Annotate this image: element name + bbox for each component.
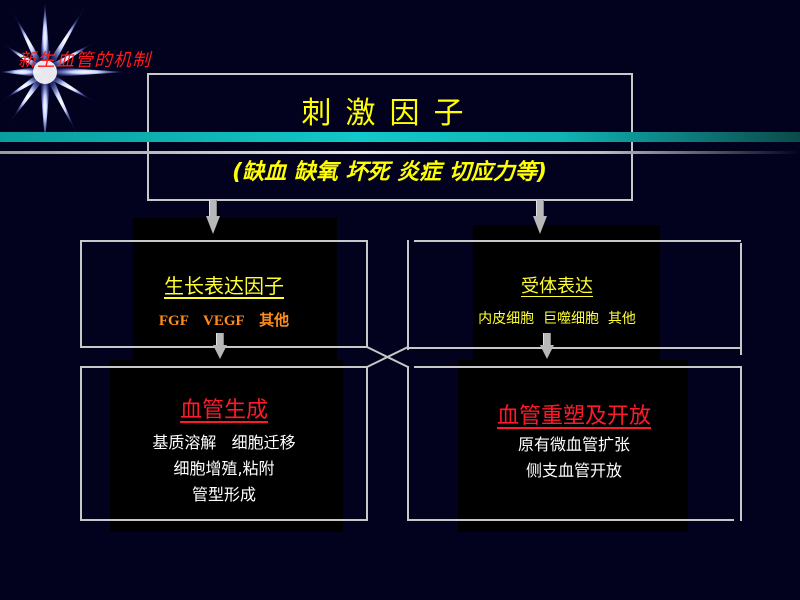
grey-rule [0,151,800,154]
down-arrow-icon [206,200,220,234]
left-upper-detail: FGF VEGF 其他 [158,313,290,329]
left-lower-line-1: 基质溶解 细胞迁移 [152,433,296,452]
left-lower-content: 血管生成 基质溶解 细胞迁移 细胞增殖,粘附 管型形成 [80,392,368,508]
root-subtitle: (缺血 缺氧 坏死 炎症 切应力等) [232,160,547,185]
left-upper-content: 生长表达因子 FGF VEGF 其他 [80,270,368,330]
right-upper-heading: 受体表达 [521,276,593,297]
down-arrow-icon [213,333,227,359]
left-lower-box [80,366,368,521]
right-upper-content: 受体表达 内皮细胞 巨噬细胞 其他 [407,272,707,328]
down-arrow-icon [533,200,547,234]
left-upper-heading: 生长表达因子 [164,274,284,298]
left-lower-line-2: 细胞增殖,粘附 [173,459,275,478]
right-lower-content: 血管重塑及开放 原有微血管扩张 侧支血管开放 [407,398,741,484]
right-lower-line-2: 侧支血管开放 [525,461,622,480]
backdrop-left-lower [110,360,343,532]
left-lower-line-3: 管型形成 [191,485,256,504]
left-lower-heading: 血管生成 [179,398,268,423]
root-title: 刺激因子 [301,96,478,131]
right-lower-heading: 血管重塑及开放 [496,404,651,429]
down-arrow-icon [540,333,554,359]
backdrop-right-lower [458,360,688,532]
star-burst-icon [0,2,125,140]
right-upper-detail: 内皮细胞 巨噬细胞 其他 [478,311,636,327]
right-lower-box-lines [407,366,742,521]
backdrop-right-upper [473,225,660,360]
right-lower-line-1: 原有微血管扩张 [517,435,630,454]
slide-title: 新生血管的机制 [18,50,151,71]
right-upper-box-lines [407,240,742,355]
teal-band [0,132,800,142]
cross-connector [366,346,409,368]
